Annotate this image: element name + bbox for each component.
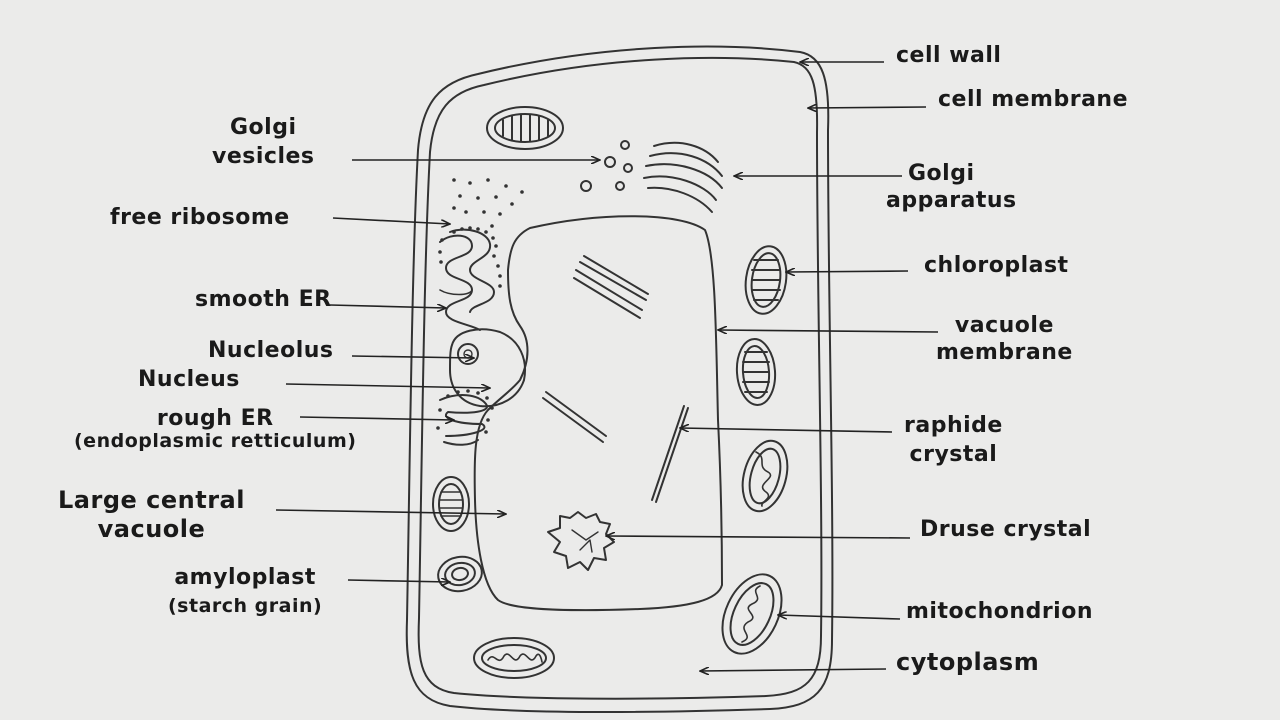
rough-er-outline: [439, 394, 488, 437]
mitochondrion-right-2: [721, 573, 783, 655]
vacuole-membrane-outline: [473, 215, 723, 612]
mitochondrion-right-1: [741, 439, 789, 513]
ribosome-dots-er: [438, 226, 502, 288]
label-raphide-crystal: raphide crystal: [904, 413, 1003, 468]
chloroplast-lower: [735, 338, 777, 406]
label-amyloplast: amyloplast (starch grain): [168, 565, 323, 618]
raphide-crystals: [542, 255, 689, 503]
mitochondrion-top: [486, 106, 564, 150]
mitochondrion-bottom: [473, 637, 555, 679]
cell-wall-outline: [405, 45, 834, 714]
mitochondrion-left: [432, 476, 470, 532]
label-golgi-vesicles: Golgi vesicles: [212, 115, 315, 170]
label-cell-wall: cell wall: [896, 43, 1002, 68]
label-nucleus: Nucleus: [138, 367, 240, 392]
label-cell-membrane: cell membrane: [938, 87, 1128, 112]
label-rough-er: rough ER (endoplasmic retticulum): [74, 406, 357, 453]
golgi-apparatus: [643, 141, 723, 213]
nucleus-outline: [449, 328, 526, 408]
smooth-er-outline: [439, 234, 481, 331]
label-nucleolus: Nucleolus: [208, 338, 334, 363]
nucleolus-outline: [457, 343, 479, 365]
label-golgi-apparatus: Golgi apparatus: [886, 161, 1017, 214]
golgi-vesicles: [580, 140, 633, 192]
label-vacuole-membrane: vacuole membrane: [936, 313, 1073, 366]
chloroplast-upper: [744, 245, 788, 315]
label-large-central-vacuole: Large central vacuole: [58, 486, 245, 544]
label-free-ribosome: free ribosome: [110, 205, 290, 230]
label-druse-crystal: Druse crystal: [920, 517, 1092, 542]
label-cytoplasm: cytoplasm: [896, 648, 1040, 676]
leader-lines: [275, 62, 939, 671]
amyloplast: [437, 555, 483, 593]
label-chloroplast: chloroplast: [924, 253, 1069, 278]
ribosome-dots-rough-er: [436, 389, 494, 434]
cell-membrane-outline: [417, 56, 823, 700]
label-mitochondrion: mitochondrion: [906, 599, 1093, 624]
druse-crystal: [547, 511, 615, 571]
label-smooth-er: smooth ER: [195, 287, 332, 312]
free-ribosomes: [452, 178, 524, 228]
